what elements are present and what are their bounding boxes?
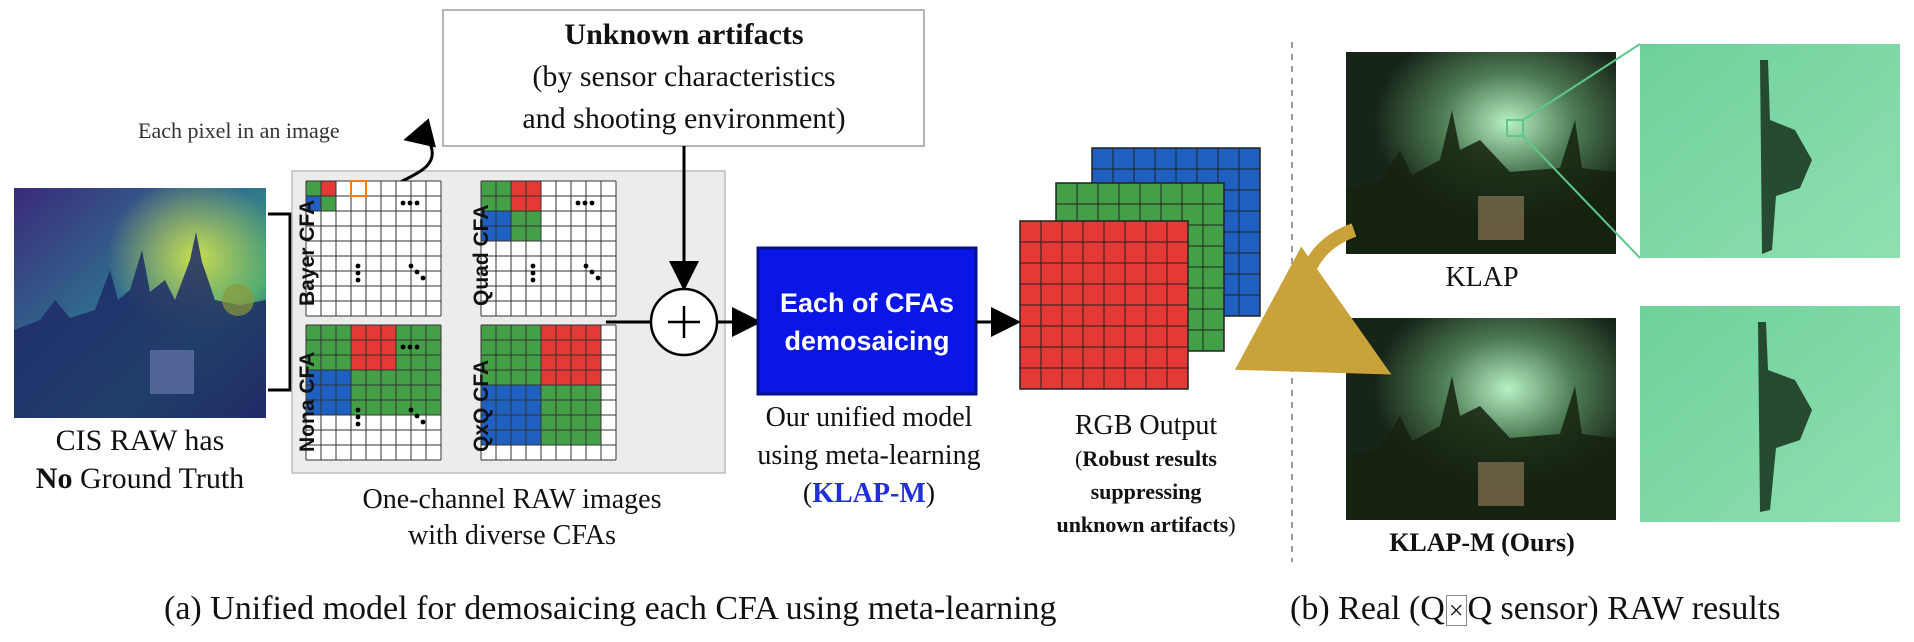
cfa-grid-qxq [480,324,617,461]
cfa-grid-bayer [305,180,442,317]
model-box-line2: demosaicing [784,326,950,356]
raw-input-image [14,188,266,418]
pixel-highlight [350,180,367,197]
caption-b: (b) Real (Q×Q sensor) RAW results [1290,590,1781,627]
cfa-grids [305,180,617,461]
artifacts-box [442,9,925,147]
klap-m-zoom-crop [1640,306,1900,522]
raw-caption-line2: No Ground Truth [35,462,245,495]
cfa-label-quad: Quad CFA [470,204,493,306]
klap-label: KLAP [1445,262,1519,293]
model-caption-line1: Our unified model [765,402,973,433]
cfa-label-bayer: Bayer CFA [296,199,319,306]
model-caption-line2: using meta-learning [757,440,981,471]
raw-caption-line1: CIS RAW has [55,424,225,457]
artifacts-title: Unknown artifacts [564,18,804,51]
rgb-output-line3: unknown artifacts) [1056,512,1236,537]
model-name: (KLAP-M) [802,478,936,509]
model-box-line1: Each of CFAs [779,288,955,318]
cfa-grid-nona [305,324,442,461]
artifacts-line2: (by sensor characteristics [532,60,836,93]
klap-zoom-crop [1640,44,1900,258]
klap-photo [1346,52,1616,254]
rgb-output-stacks [1019,147,1261,390]
plus-icon [649,287,719,357]
cfa-label-qxq: QxQ CFA [470,359,493,452]
cross-icon: × [1445,595,1467,626]
zoom-callout-lines [1506,43,1641,259]
model-box [756,246,978,396]
comparison-arrow [1234,223,1392,375]
cfa-caption-line2: with diverse CFAs [408,520,616,551]
pixel-note: Each pixel in an image [138,118,340,143]
klap-m-label: KLAP-M (Ours) [1389,528,1575,557]
rgb-output-title: RGB Output [1074,410,1218,441]
cfa-label-nona: Nona CFA [296,351,319,452]
rgb-output-line2: suppressing [1090,479,1202,504]
rgb-layer-red [1019,220,1189,390]
cfa-grid-quad [480,180,617,317]
caption-a: (a) Unified model for demosaicing each C… [164,590,1057,627]
artifacts-line3: and shooting environment) [522,102,846,135]
klap-m-photo [1346,318,1616,520]
cfa-caption-line1: One-channel RAW images [362,484,662,515]
rgb-output-line1: (Robust results [1074,446,1218,471]
